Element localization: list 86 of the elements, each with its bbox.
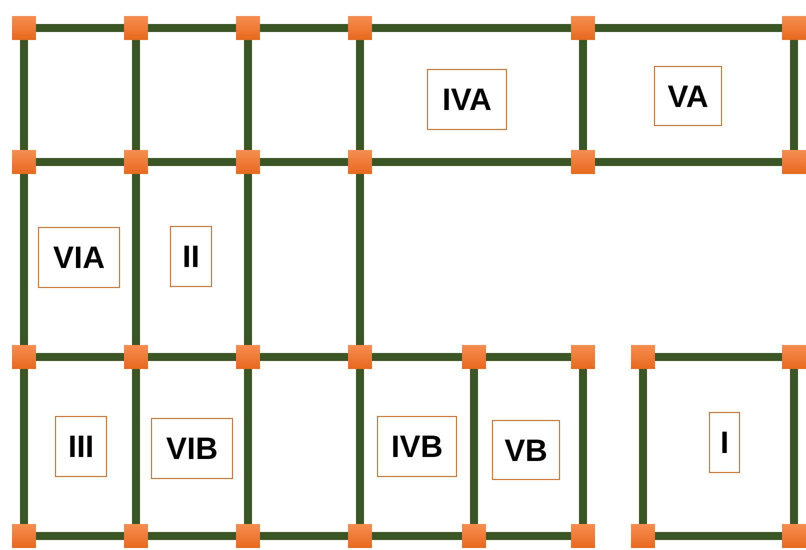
column-joint — [631, 524, 655, 548]
beam-line — [790, 40, 798, 150]
beam-line — [36, 353, 124, 361]
zone-label: III — [68, 431, 94, 462]
column-joint — [782, 16, 806, 40]
beam-line — [470, 369, 478, 524]
column-joint — [348, 345, 372, 369]
beam-line — [372, 532, 462, 540]
column-joint — [462, 524, 486, 548]
beam-line — [20, 174, 28, 345]
beam-line — [260, 24, 348, 32]
zone-label: VA — [668, 80, 708, 112]
column-joint — [462, 345, 486, 369]
beam-line — [595, 24, 782, 32]
beam-line — [486, 532, 571, 540]
beam-line — [579, 40, 587, 150]
column-joint — [236, 524, 260, 548]
beam-line — [486, 353, 571, 361]
beam-line — [790, 369, 798, 524]
beam-line — [20, 369, 28, 524]
column-joint — [124, 345, 148, 369]
column-joint — [348, 150, 372, 174]
beam-line — [36, 532, 124, 540]
beam-line — [356, 40, 364, 150]
column-joint — [12, 150, 36, 174]
beam-line — [260, 158, 348, 166]
column-joint — [12, 524, 36, 548]
column-joint — [571, 524, 595, 548]
beam-line — [148, 24, 236, 32]
column-joint — [124, 150, 148, 174]
column-joint — [571, 16, 595, 40]
zone-label: VB — [504, 434, 548, 466]
zone-label: IVB — [391, 431, 443, 462]
beam-line — [36, 158, 124, 166]
zone-label: I — [720, 427, 729, 458]
column-joint — [236, 150, 260, 174]
beam-line — [595, 158, 782, 166]
zone-label: VIB — [166, 433, 218, 464]
beam-line — [356, 369, 364, 524]
zone-label-box — [170, 226, 212, 287]
beam-line — [260, 532, 348, 540]
beam-line — [132, 174, 140, 345]
zone-label-box — [377, 416, 457, 477]
zone-label-box — [55, 416, 107, 477]
column-joint — [12, 345, 36, 369]
zone-label-box — [709, 412, 740, 473]
column-joint — [782, 150, 806, 174]
beam-line — [372, 158, 571, 166]
column-joint — [236, 345, 260, 369]
beam-line — [36, 24, 124, 32]
zone-label-box — [654, 66, 722, 126]
beam-line — [132, 40, 140, 150]
zone-label-box — [38, 227, 120, 288]
beam-line — [148, 353, 236, 361]
column-joint — [631, 345, 655, 369]
column-joint — [12, 16, 36, 40]
beam-line — [260, 353, 348, 361]
zone-label-box — [492, 420, 560, 480]
column-joint — [236, 16, 260, 40]
zone-label-box — [151, 418, 233, 479]
column-joint — [782, 524, 806, 548]
beam-line — [148, 532, 236, 540]
beam-line — [655, 532, 782, 540]
beam-line — [244, 40, 252, 150]
column-joint — [348, 16, 372, 40]
zone-label-box — [427, 69, 507, 130]
beam-line — [655, 353, 782, 361]
zone-label: IVA — [442, 84, 492, 115]
beam-line — [20, 40, 28, 150]
column-joint — [124, 524, 148, 548]
beam-line — [372, 353, 462, 361]
beam-line — [244, 174, 252, 345]
zone-label: VIA — [53, 242, 105, 273]
beam-line — [244, 369, 252, 524]
beam-line — [132, 369, 140, 524]
column-joint — [124, 16, 148, 40]
column-joint — [348, 524, 372, 548]
beam-line — [356, 174, 364, 345]
column-joint — [571, 150, 595, 174]
beam-line — [579, 369, 587, 524]
column-joint — [571, 345, 595, 369]
beam-line — [372, 24, 571, 32]
beam-line — [148, 158, 236, 166]
zone-label: II — [182, 241, 200, 272]
column-joint — [782, 345, 806, 369]
beam-line — [639, 369, 647, 524]
